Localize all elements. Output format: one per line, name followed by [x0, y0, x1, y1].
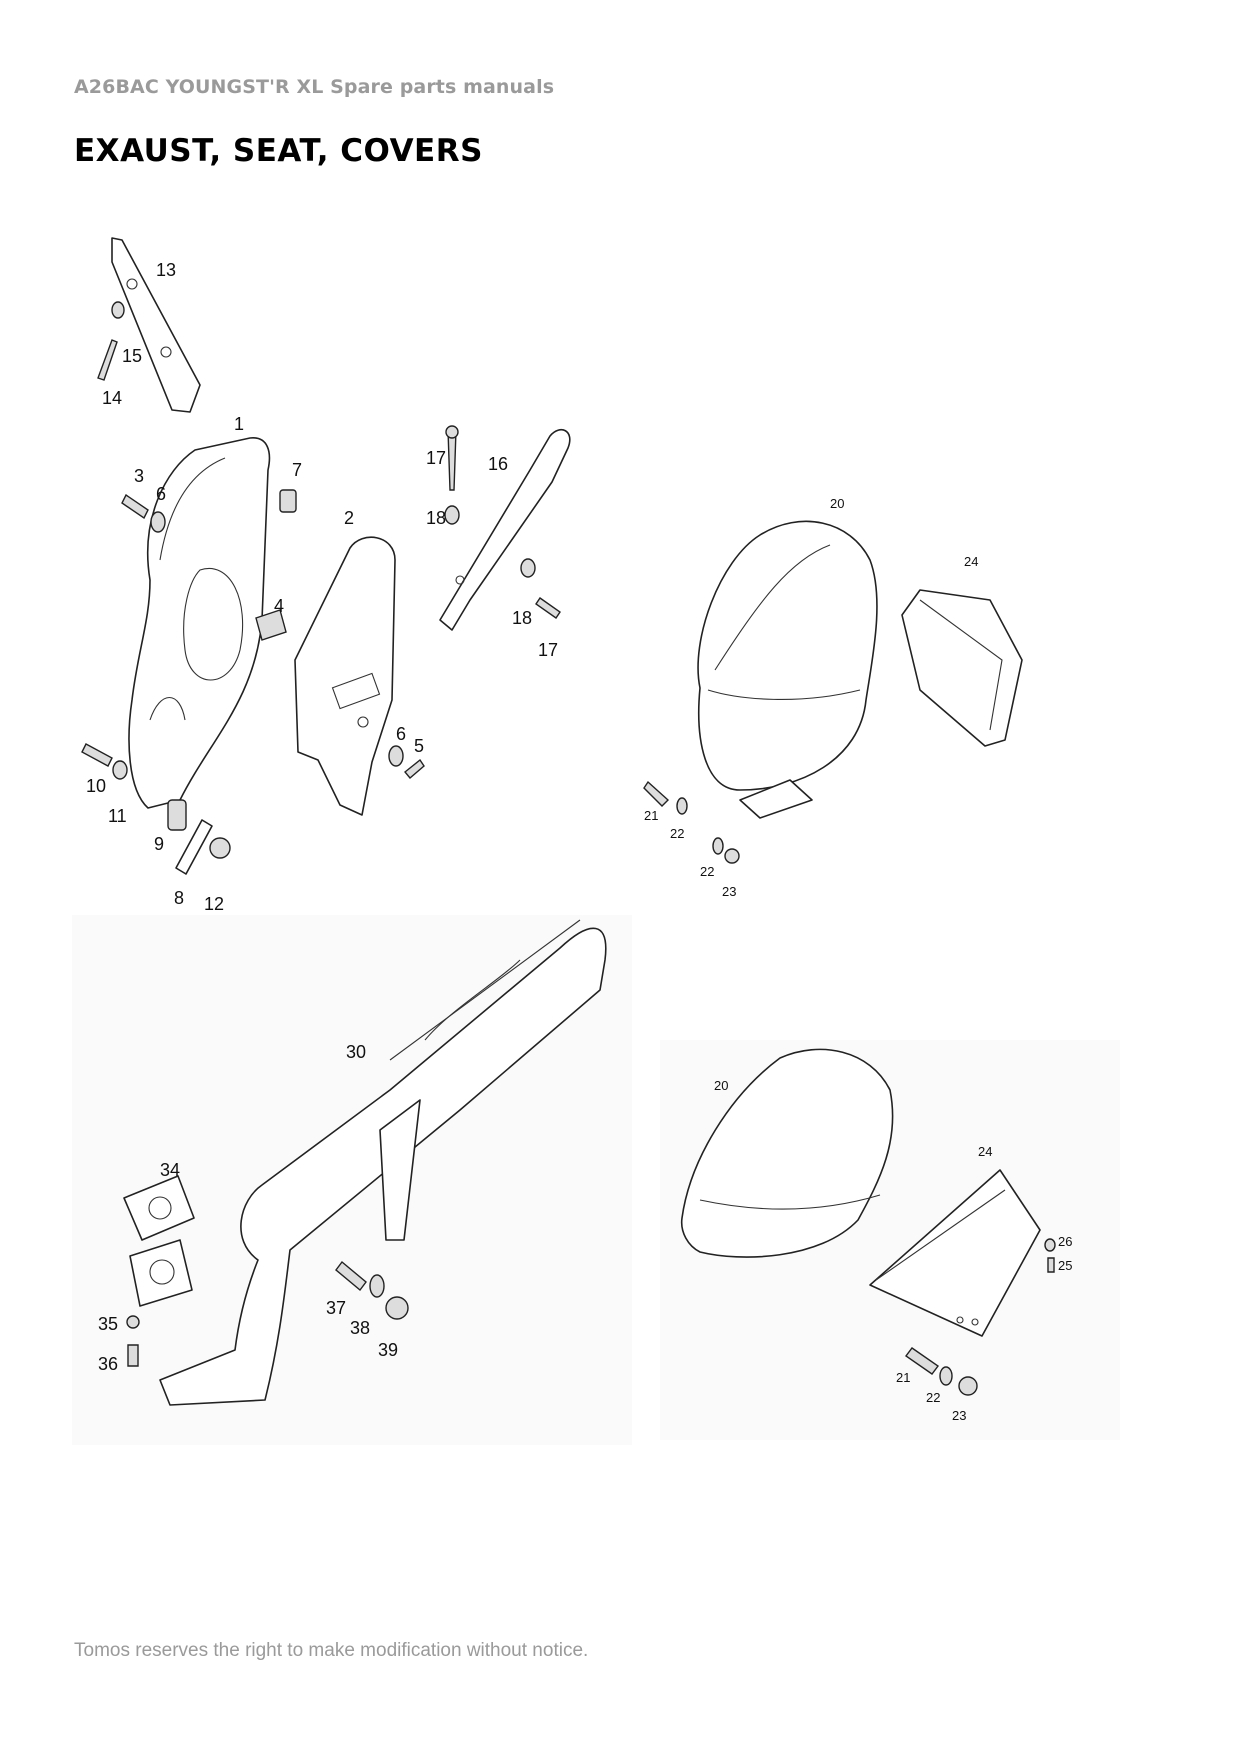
callout-6-right: 6	[396, 724, 406, 744]
cover-2	[294, 536, 396, 816]
seat-20-top	[697, 520, 878, 791]
gasket-34	[123, 1175, 195, 1241]
bolt-21-bottom	[905, 1347, 939, 1375]
page-title: EXAUST, SEAT, COVERS	[74, 133, 483, 169]
callout-2: 2	[344, 508, 354, 528]
callout-39: 39	[378, 1340, 398, 1360]
washer-18-top	[444, 505, 460, 525]
bolt-37	[335, 1260, 367, 1292]
exhaust-hanger	[379, 1099, 421, 1241]
callout-24-top: 24	[964, 554, 978, 569]
grommet-7	[279, 489, 297, 513]
callout-8: 8	[174, 888, 184, 908]
callout-38: 38	[350, 1318, 370, 1338]
callout-18-bottom: 18	[512, 608, 532, 628]
callout-6-left: 6	[156, 484, 166, 504]
callout-30: 30	[346, 1042, 366, 1062]
bracket-16	[439, 428, 571, 631]
callout-13: 13	[156, 260, 176, 280]
sleeve-4	[255, 609, 287, 641]
callout-9: 9	[154, 834, 164, 854]
box-24-top	[901, 589, 1023, 747]
screw-17-top	[445, 425, 459, 491]
seat-bracket	[739, 779, 813, 819]
callout-5: 5	[414, 736, 424, 756]
nut-35	[126, 1315, 140, 1329]
washer-22-top-a	[676, 797, 688, 815]
seat-20-bottom	[680, 1048, 894, 1258]
washer-15	[111, 301, 125, 319]
screw-3	[121, 493, 149, 520]
callout-16: 16	[488, 454, 508, 474]
spacer-9	[167, 799, 187, 831]
screw-17-bottom	[535, 597, 561, 619]
callout-17-bottom: 17	[538, 640, 558, 660]
callout-34: 34	[160, 1160, 180, 1180]
bolt-21-top	[643, 780, 670, 807]
callout-11: 11	[108, 806, 127, 826]
screw-10	[81, 743, 113, 767]
washer-22-bottom	[939, 1366, 953, 1386]
screw-25	[1047, 1257, 1055, 1273]
callout-1: 1	[234, 414, 244, 434]
callout-14: 14	[102, 388, 122, 408]
washer-38	[369, 1274, 385, 1298]
washer-6-right	[388, 745, 404, 767]
callout-18-top: 18	[426, 508, 446, 528]
callout-35: 35	[98, 1314, 118, 1334]
callout-22-top-b: 22	[700, 864, 714, 879]
callout-21-bottom: 21	[896, 1370, 910, 1385]
callout-36: 36	[98, 1354, 118, 1374]
washer-22-top-b	[712, 837, 724, 855]
cover-1	[128, 437, 271, 809]
washer-18-bottom	[520, 558, 536, 578]
callout-22-top-a: 22	[670, 826, 684, 841]
box-24-bottom	[869, 1169, 1041, 1337]
callout-3: 3	[134, 466, 144, 486]
washer-11	[112, 760, 128, 780]
screw-14	[97, 339, 118, 381]
callout-17-top: 17	[426, 448, 446, 468]
callout-37: 37	[326, 1298, 346, 1318]
washer-6-left	[150, 511, 166, 533]
flange	[129, 1239, 193, 1307]
callout-22-bottom: 22	[926, 1390, 940, 1405]
callout-7: 7	[292, 460, 302, 480]
callout-10: 10	[86, 776, 106, 796]
callout-20-top: 20	[830, 496, 844, 511]
callout-4: 4	[274, 596, 284, 616]
stud-36	[127, 1344, 139, 1367]
callout-15: 15	[122, 346, 142, 366]
callout-21-top: 21	[644, 808, 658, 823]
nut-39	[385, 1296, 409, 1320]
nut-12	[209, 837, 231, 859]
nut-23-top	[724, 848, 740, 864]
document-header: A26BAC YOUNGST'R XL Spare parts manuals	[74, 76, 555, 98]
washer-26	[1044, 1238, 1056, 1252]
callout-26: 26	[1058, 1234, 1072, 1249]
callout-23-top: 23	[722, 884, 736, 899]
callout-25: 25	[1058, 1258, 1072, 1273]
footer-disclaimer: Tomos reserves the right to make modific…	[74, 1640, 589, 1661]
nut-23-bottom	[958, 1376, 978, 1396]
callout-24-bottom: 24	[978, 1144, 992, 1159]
callout-12: 12	[204, 894, 224, 914]
bracket-13	[111, 237, 201, 413]
plate-8	[175, 819, 213, 875]
screw-5	[404, 758, 425, 779]
callout-20-bottom: 20	[714, 1078, 728, 1093]
callout-23-bottom: 23	[952, 1408, 966, 1423]
